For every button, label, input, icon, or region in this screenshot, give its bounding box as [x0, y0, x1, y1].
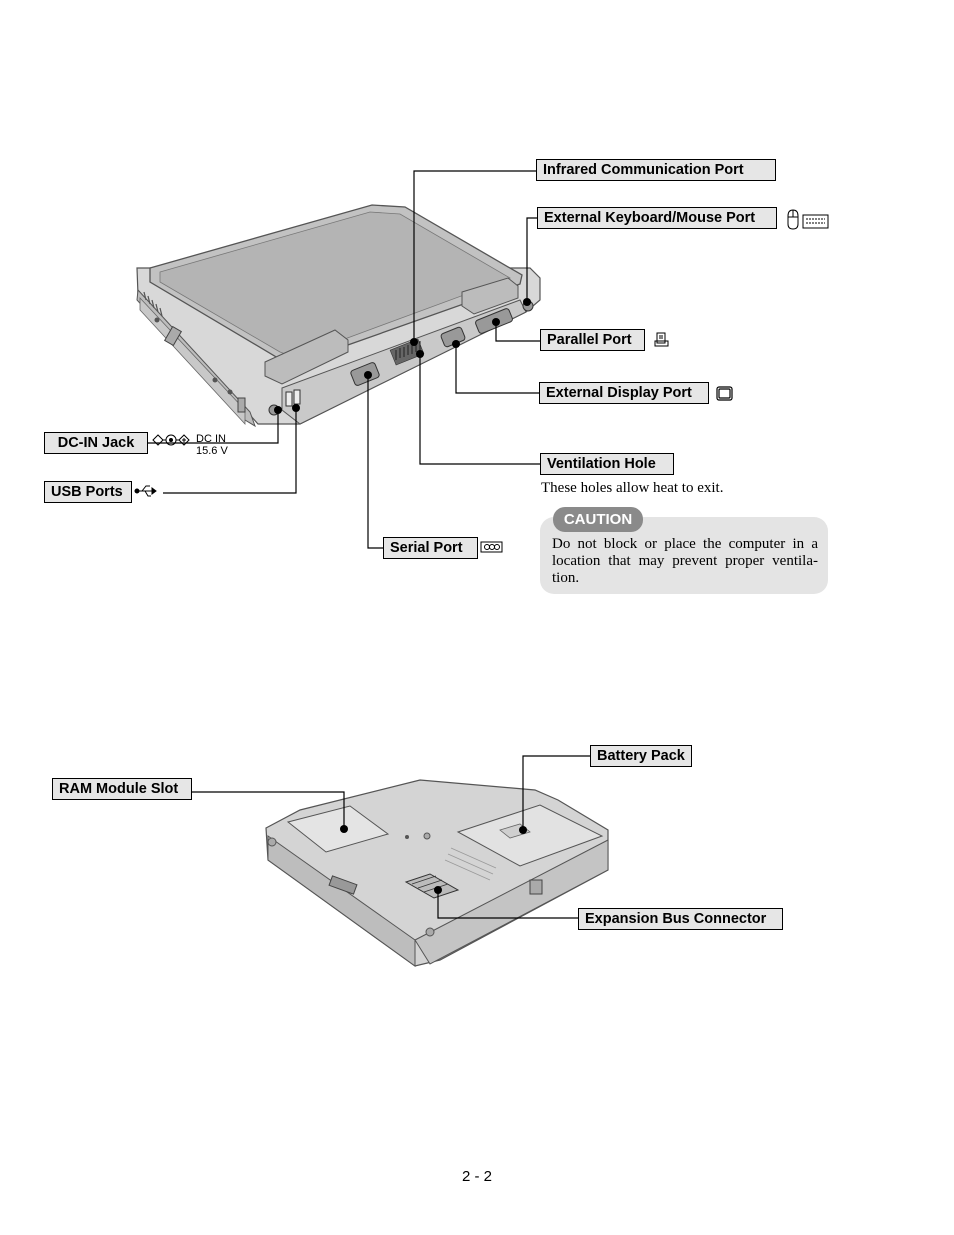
- dc-in-marking-line2: 15.6 V: [196, 445, 228, 457]
- keyboard-icon: [802, 214, 829, 229]
- mouse-icon: [787, 209, 799, 230]
- serial-port-label: Serial Port: [383, 537, 478, 559]
- usb-ports-label: USB Ports: [44, 481, 132, 503]
- parallel-port-label: Parallel Port: [540, 329, 645, 351]
- printer-icon: [654, 332, 669, 347]
- laptop-rear-illustration: [136, 204, 541, 428]
- monitor-icon: [716, 386, 733, 401]
- ventilation-note: These holes allow heat to exit.: [541, 480, 724, 496]
- ventilation-hole-label: Ventilation Hole: [540, 453, 674, 475]
- caution-heading: CAUTION: [553, 507, 643, 532]
- leader-dots-top: [274, 298, 531, 414]
- leader-dots-bottom: [340, 825, 527, 894]
- caution-text: Do not block or place the computer in a …: [552, 536, 818, 586]
- display-port-label: External Display Port: [539, 382, 709, 404]
- dc-polarity-icon: [152, 434, 190, 446]
- usb-icon: [134, 485, 157, 497]
- serial-icon: [480, 541, 503, 553]
- leader-lines-bottom: [191, 755, 591, 919]
- leader-lines-top: [147, 170, 540, 549]
- battery-pack-label: Battery Pack: [590, 745, 692, 767]
- expansion-bus-connector-label: Expansion Bus Connector: [578, 908, 783, 930]
- infrared-port-label: Infrared Communication Port: [536, 159, 776, 181]
- ram-module-slot-label: RAM Module Slot: [52, 778, 192, 800]
- keyboard-mouse-port-label: External Keyboard/Mouse Port: [537, 207, 777, 229]
- laptop-bottom-illustration: [265, 779, 609, 967]
- page-number: 2 - 2: [461, 1168, 492, 1185]
- dc-in-marking-line1: DC IN: [196, 433, 226, 445]
- dc-in-marking: DC IN 15.6 V: [196, 433, 228, 457]
- dc-in-jack-label: DC-IN Jack: [44, 432, 148, 454]
